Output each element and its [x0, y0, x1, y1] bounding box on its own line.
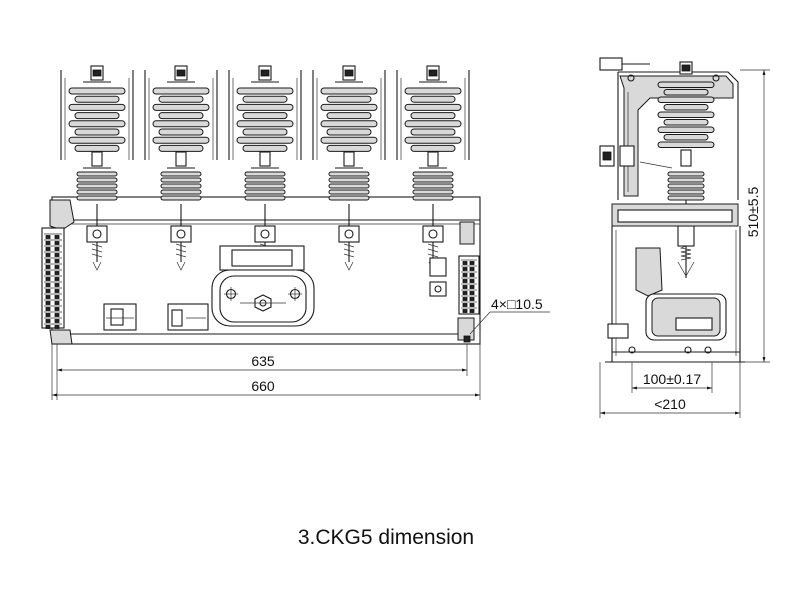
figure-caption: 3.CKG5 dimension — [297, 526, 475, 549]
front-dimensions — [51, 311, 550, 400]
pole-2 — [144, 65, 218, 271]
actuator-block — [211, 245, 315, 327]
dim-height: 510±5.5 — [745, 187, 761, 238]
dim-width-outer: 660 — [251, 378, 275, 394]
aux-switches — [103, 303, 209, 331]
side-insulator — [657, 61, 715, 278]
dim-width-inner: 635 — [251, 353, 275, 369]
pole-4 — [312, 65, 386, 271]
left-terminal-strip — [41, 199, 75, 345]
pole-3 — [228, 65, 302, 271]
dim-hole-spacing: 100±0.17 — [643, 371, 702, 387]
pole-group — [60, 65, 470, 271]
dim-holes: 4×□10.5 — [491, 296, 543, 312]
side-view — [599, 57, 770, 418]
pole-5 — [396, 65, 470, 271]
front-view: 635 660 4×□10.5 — [41, 65, 550, 400]
right-terminal-strip — [457, 221, 480, 341]
pole-1 — [60, 65, 134, 271]
dim-depth: <210 — [654, 396, 686, 412]
